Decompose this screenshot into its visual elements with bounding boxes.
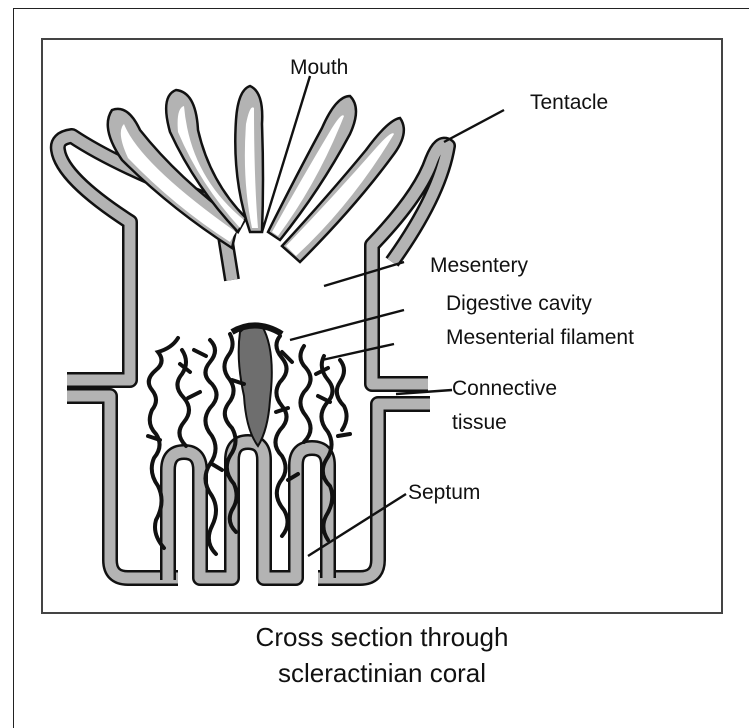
label-tentacle: Tentacle [530, 92, 608, 113]
label-mouth: Mouth [290, 57, 348, 78]
label-septum: Septum [408, 482, 480, 503]
label-connective: Connective [452, 378, 557, 399]
label-digestive-cavity: Digestive cavity [446, 293, 592, 314]
label-mesentery: Mesentery [430, 255, 528, 276]
caption-line-2: scleractinian coral [41, 660, 723, 686]
label-mesenterial-filament: Mesenterial filament [446, 327, 634, 348]
label-tissue: tissue [452, 412, 507, 433]
caption-line-1: Cross section through [41, 624, 723, 650]
pointer-digestive-cavity [290, 310, 404, 340]
pointer-tentacle [444, 110, 504, 142]
coral-illustration [0, 0, 749, 713]
diagram-stage: Mouth Tentacle Mesentery Digestive cavit… [0, 0, 749, 713]
pointer-mesenterial-filament [322, 344, 394, 360]
septa [168, 442, 328, 580]
